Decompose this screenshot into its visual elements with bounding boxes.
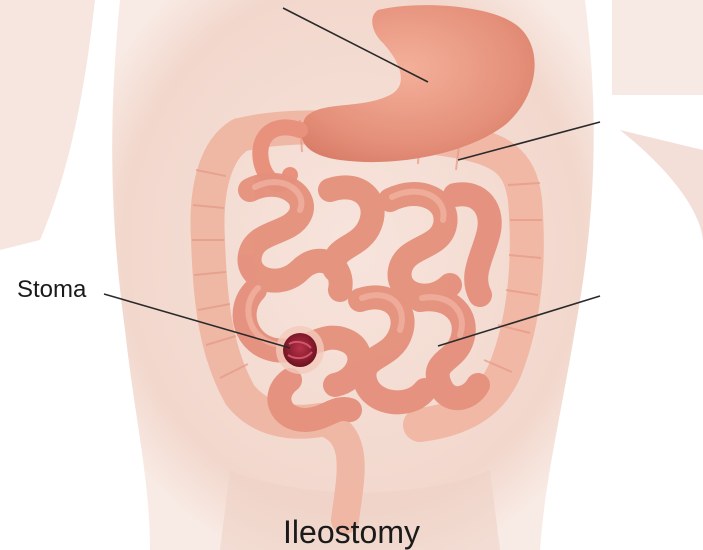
diagram-caption: Ileostomy (0, 514, 703, 550)
right-side-shade (620, 130, 703, 240)
stoma (283, 333, 317, 367)
right-arm (612, 0, 703, 95)
stoma-label: Stoma (17, 276, 86, 304)
left-arm (0, 0, 95, 250)
